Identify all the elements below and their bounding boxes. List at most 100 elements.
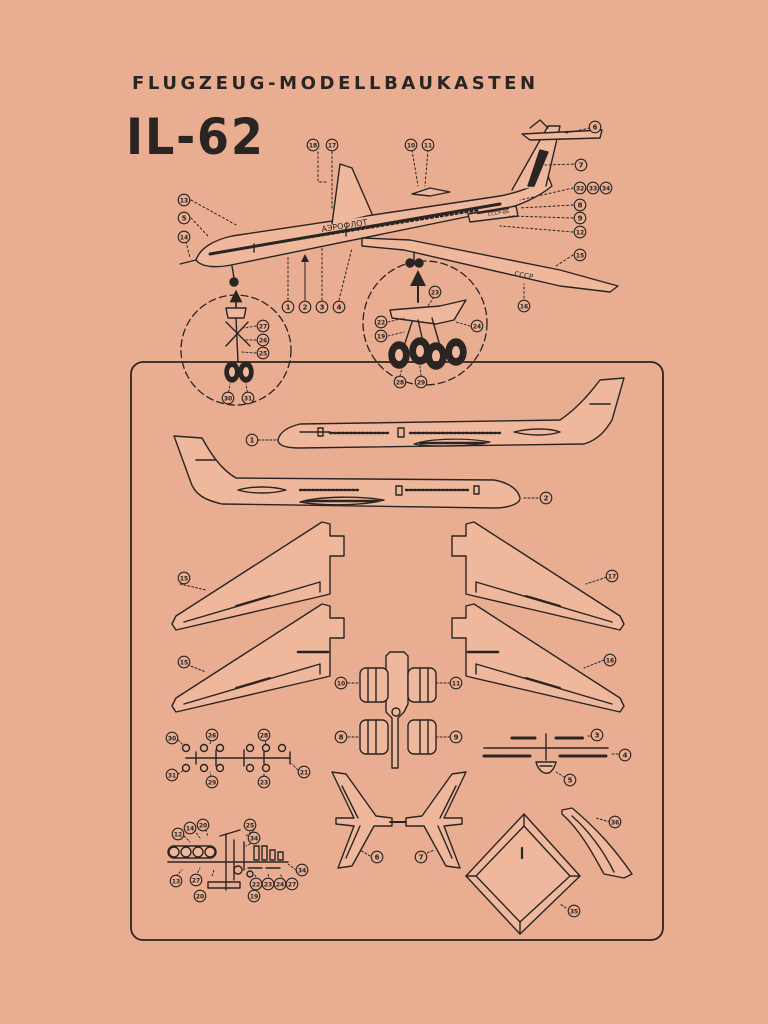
callout-9: 9: [573, 211, 587, 225]
callout-circle: [245, 433, 259, 447]
callout-number: 28: [396, 380, 404, 387]
callout-circle: [334, 730, 348, 744]
callout-13: 13: [169, 874, 183, 888]
callout-circle: [332, 300, 346, 314]
callout-14: 14: [183, 821, 197, 835]
callout-number: 9: [578, 215, 583, 223]
callout-circle: [573, 225, 587, 239]
callout-circle: [539, 491, 553, 505]
wing-part-left-upper: [171, 521, 345, 631]
callout-20: 20: [193, 889, 207, 903]
callout-circle: [414, 850, 428, 864]
callout-13: 13: [177, 193, 191, 207]
callout-circle: [297, 765, 311, 779]
callout-27: 27: [256, 319, 270, 333]
callout-circle: [306, 138, 320, 152]
vertical-fin-part-left: [331, 771, 411, 869]
callout-number: 8: [339, 734, 344, 742]
callout-25: 25: [243, 818, 257, 832]
callout-14: 14: [177, 230, 191, 244]
callout-circle: [404, 138, 418, 152]
callout-number: 14: [180, 235, 188, 242]
small-parts-sprue-bottom: [167, 825, 297, 891]
callout-circle: [247, 889, 261, 903]
callout-circle: [449, 676, 463, 690]
callout-number: 34: [602, 186, 610, 193]
callout-circle: [393, 375, 407, 389]
callout-circle: [618, 748, 632, 762]
callout-4: 4: [618, 748, 632, 762]
fuselage-half-right: [173, 435, 541, 509]
callout-23: 23: [261, 877, 275, 891]
callout-31: 31: [165, 768, 179, 782]
callout-30: 30: [221, 391, 235, 405]
callout-28: 28: [393, 375, 407, 389]
callout-number: 18: [309, 143, 317, 150]
callout-15: 15: [177, 571, 191, 585]
wing-part-right-lower: [451, 603, 625, 713]
callout-7: 7: [574, 158, 588, 172]
callout-number: 10: [407, 143, 415, 150]
callout-18: 18: [306, 138, 320, 152]
callout-35: 35: [567, 904, 581, 918]
assembled-aircraft: [179, 119, 619, 293]
callout-circle: [573, 181, 587, 195]
vertical-fin-part-right: [389, 771, 467, 869]
callout-circle: [573, 248, 587, 262]
callout-number: 30: [168, 736, 176, 743]
callout-8: 8: [573, 198, 587, 212]
callout-circle: [196, 818, 210, 832]
callout-12: 12: [573, 225, 587, 239]
callout-number: 12: [174, 832, 182, 839]
callout-circle: [421, 138, 435, 152]
callout-circle: [334, 676, 348, 690]
callout-circle: [414, 375, 428, 389]
callout-number: 5: [568, 777, 573, 785]
top-leader-lines: [184, 127, 591, 301]
callout-circle: [221, 391, 235, 405]
callout-34: 34: [599, 181, 613, 195]
callout-number: 34: [250, 836, 258, 843]
callout-number: 22: [252, 882, 260, 889]
callout-circle: [298, 300, 312, 314]
callout-number: 2: [544, 495, 549, 503]
callout-34: 34: [247, 831, 261, 845]
callout-32: 32: [573, 181, 587, 195]
callout-number: 6: [593, 124, 598, 132]
callout-number: 4: [623, 752, 628, 760]
callout-27: 27: [189, 873, 203, 887]
callout-circle: [256, 333, 270, 347]
callout-circle: [177, 655, 191, 669]
callout-number: 31: [244, 396, 252, 403]
callout-circle: [590, 728, 604, 742]
callout-number: 26: [259, 338, 267, 345]
callout-30: 30: [165, 731, 179, 745]
small-parts-sprue-left: [177, 737, 299, 781]
callout-23: 23: [257, 775, 271, 789]
callout-27: 27: [285, 877, 299, 891]
callout-number: 25: [246, 823, 254, 830]
engine-nacelle-sprue: [347, 651, 451, 769]
fuselage-half-left: [253, 377, 625, 449]
callout-circle: [281, 300, 295, 314]
callout-circle: [588, 120, 602, 134]
callout-4: 4: [332, 300, 346, 314]
callout-28: 28: [257, 728, 271, 742]
callout-25: 25: [256, 346, 270, 360]
callout-24: 24: [470, 319, 484, 333]
callout-11: 11: [449, 676, 463, 690]
callout-circle: [285, 877, 299, 891]
callout-circle: [177, 571, 191, 585]
callout-9: 9: [449, 730, 463, 744]
callout-number: 4: [337, 304, 342, 312]
callout-circle: [165, 768, 179, 782]
callout-number: 1: [250, 437, 255, 445]
callout-number: 34: [298, 868, 306, 875]
callout-number: 26: [208, 733, 216, 740]
callout-number: 29: [417, 380, 425, 387]
callout-21: 21: [297, 765, 311, 779]
callout-number: 12: [576, 230, 584, 237]
callout-number: 24: [276, 882, 284, 889]
antenna-sprue-right: [482, 733, 621, 779]
